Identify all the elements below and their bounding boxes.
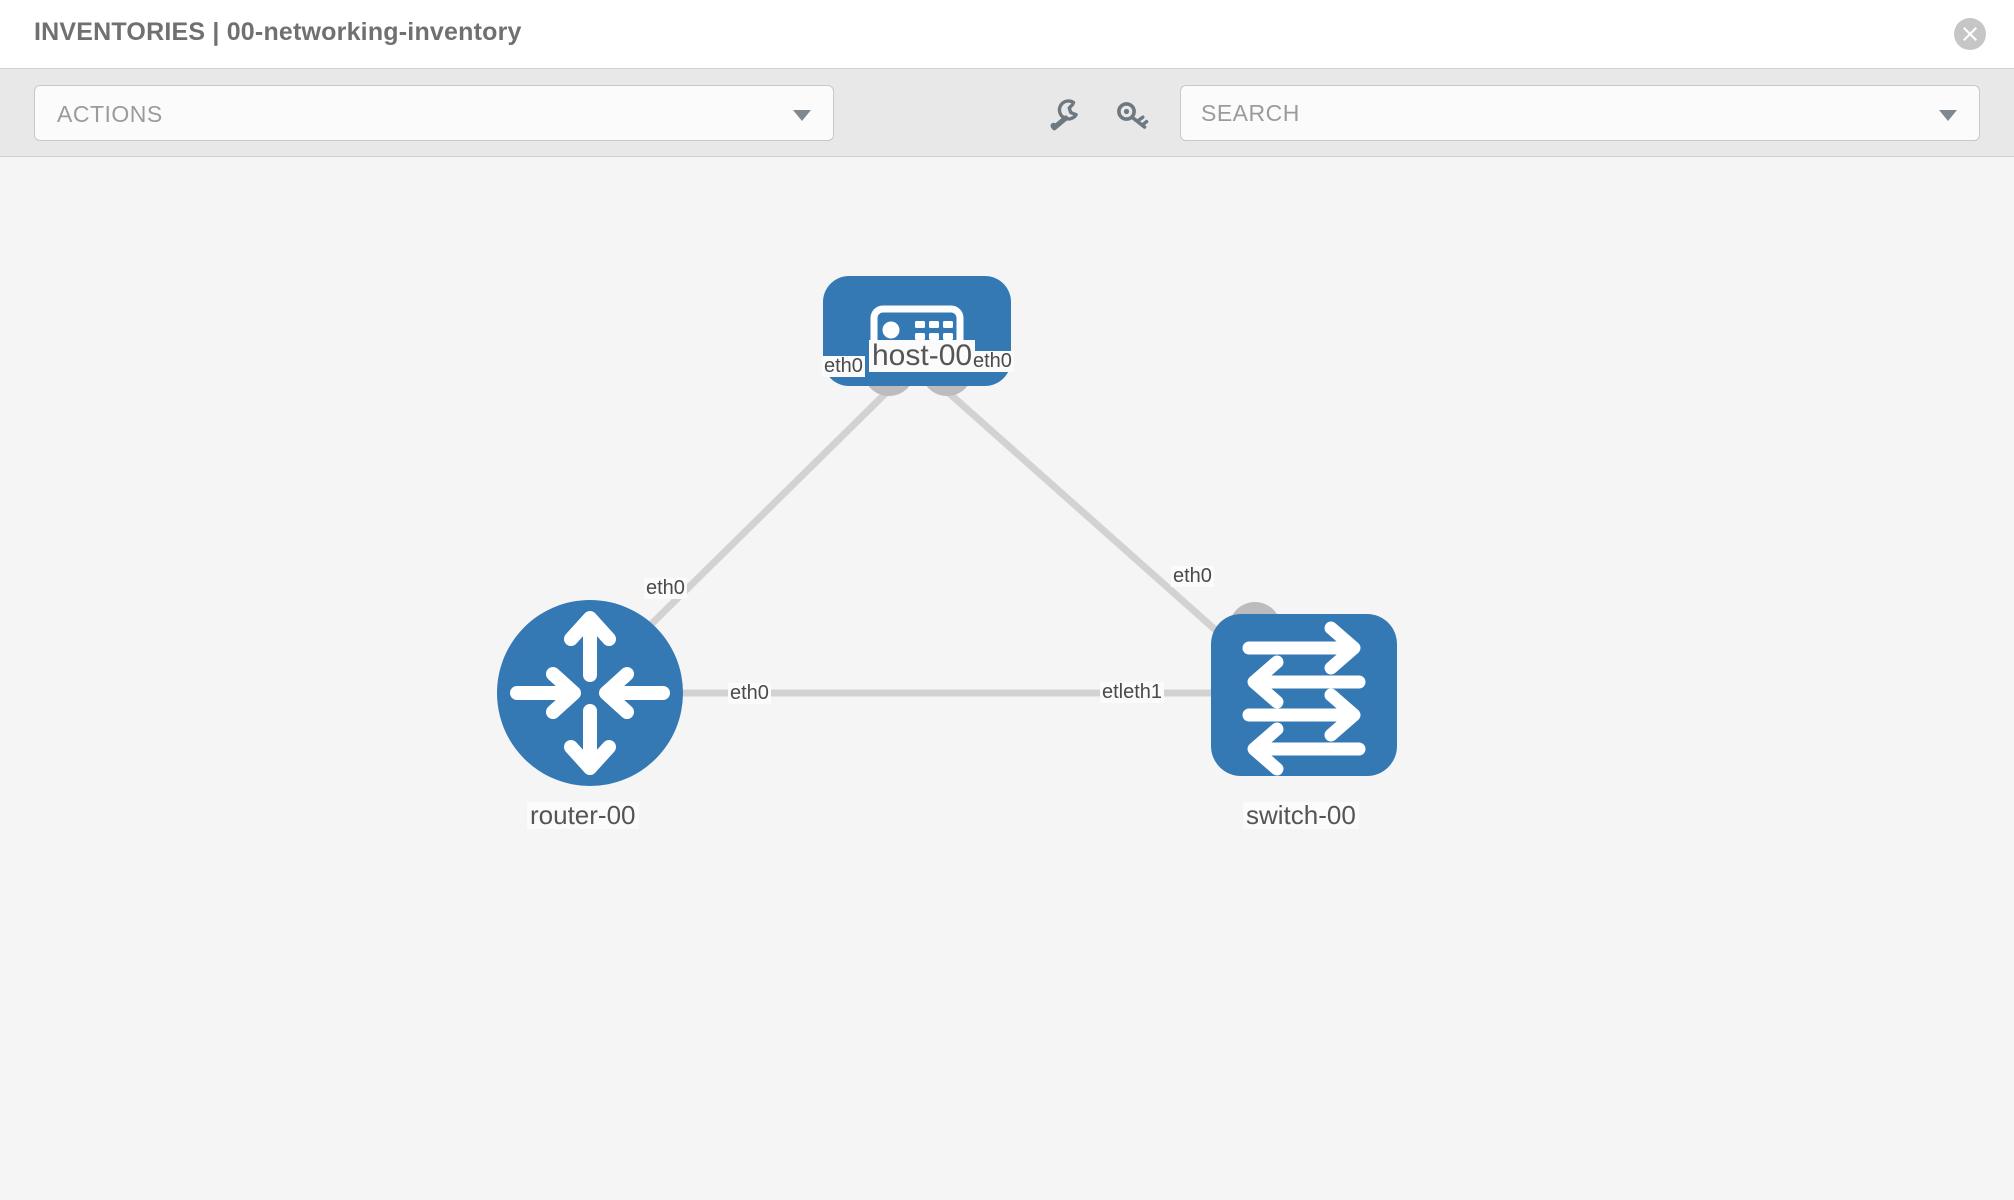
close-icon[interactable]: [1954, 18, 1986, 50]
topology-canvas[interactable]: host-00 eth0 eth0 eth0 eth0 eth0 etleth1…: [0, 158, 2014, 1200]
actions-dropdown-label: ACTIONS: [57, 101, 163, 127]
edge-label-switch-up: eth0: [1171, 565, 1214, 587]
search-field-wrapper: [1180, 85, 1980, 141]
edge-label-router-up: eth0: [644, 577, 687, 599]
search-input[interactable]: [1201, 86, 1901, 140]
edge-host-switch: [938, 383, 1250, 661]
chevron-down-icon: [793, 110, 811, 121]
node-label-router: router-00: [527, 801, 639, 830]
topology-svg: [497, 276, 1397, 786]
edge-host-router: [614, 383, 896, 661]
key-icon[interactable]: [1112, 95, 1152, 135]
page-title: INVENTORIES | 00-networking-inventory: [34, 18, 522, 46]
toolbar: ACTIONS: [0, 69, 2014, 157]
edge-label-host-right: eth0: [971, 350, 1014, 372]
topology-interfaces: [608, 344, 1284, 719]
topology-edges: [614, 383, 1250, 697]
edge-label-switch-left: etleth1: [1100, 681, 1165, 703]
edge-label-host-left: eth0: [822, 355, 865, 377]
edge-label-router-right: eth0: [728, 682, 771, 704]
node-label-switch: switch-00: [1243, 801, 1359, 830]
node-switch-00: [1211, 614, 1397, 776]
wrench-icon[interactable]: [1043, 95, 1083, 135]
node-router-00: [497, 600, 683, 786]
page-header: INVENTORIES | 00-networking-inventory: [0, 0, 2014, 69]
actions-dropdown[interactable]: ACTIONS: [34, 85, 834, 141]
node-label-host: host-00: [869, 340, 976, 372]
search-chevron-down-icon[interactable]: [1939, 110, 1957, 121]
